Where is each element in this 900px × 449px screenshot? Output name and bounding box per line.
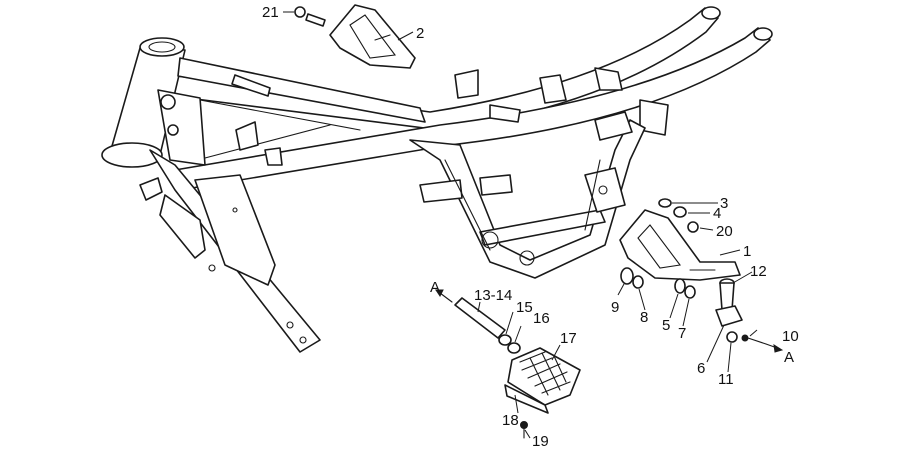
arrow-label-right: A	[784, 349, 794, 366]
cradle-inner-lines	[444, 159, 601, 251]
rail-mount-4	[489, 104, 521, 123]
part-8-washer	[632, 275, 644, 289]
callout-20: 20	[716, 223, 733, 240]
part-3-washer	[658, 198, 672, 208]
rail-end-cap-right	[753, 27, 773, 41]
front-bracket	[159, 194, 206, 259]
cradle-boss-right	[519, 250, 535, 266]
rail-end-cap-left	[701, 6, 721, 20]
callout-16: 16	[533, 310, 550, 327]
part-10-bolt	[741, 334, 767, 345]
part-16-spring	[507, 342, 521, 354]
part-6-clamp-block	[715, 305, 743, 327]
top-tube	[177, 57, 426, 123]
callout-17: 17	[560, 330, 577, 347]
part-4-spacer	[673, 206, 687, 218]
part-21-bolt-nut	[294, 6, 326, 27]
rear-plate	[639, 99, 669, 136]
lock-barrel	[160, 94, 176, 110]
callout-19: 19	[532, 433, 549, 449]
callout-6: 6	[697, 360, 705, 377]
callout-10: 10	[782, 328, 799, 345]
cradle-boss-left	[481, 231, 499, 249]
callout-11: 11	[718, 371, 734, 388]
part-13-14-footpeg-shaft	[435, 289, 506, 339]
callout-7: 7	[678, 325, 686, 342]
part-5-bushing	[674, 278, 686, 294]
rail-mount-1	[454, 69, 479, 99]
part-19-bolt	[520, 421, 528, 439]
part-1-footrest-bracket	[619, 209, 741, 281]
part-9-bushing	[620, 267, 634, 285]
seat-tab-clip	[264, 147, 283, 166]
swingarm-pivot	[598, 185, 608, 195]
rail-mount-2	[539, 74, 567, 104]
steering-head-bore	[148, 41, 176, 53]
callout-21: 21	[262, 4, 279, 21]
lower-cradle	[409, 119, 646, 279]
part-7-washer	[684, 285, 696, 299]
frame	[101, 6, 773, 353]
mount-hole-1	[208, 264, 216, 272]
part-17-footpeg-rubber	[507, 347, 581, 406]
part-20-nut	[687, 221, 699, 233]
engine-mount-right	[479, 174, 513, 196]
arrow-right-head	[773, 344, 784, 353]
part-18-peg-base	[504, 384, 549, 414]
callout-3: 3	[720, 195, 728, 212]
callout-4: 4	[713, 205, 721, 222]
part-2-heel-plate	[329, 4, 416, 69]
callout-12: 12	[750, 263, 767, 280]
steering-head-top	[139, 37, 185, 57]
front-tab	[139, 177, 163, 201]
part-12-pivot-pin	[719, 278, 735, 311]
callout-18: 18	[502, 412, 519, 429]
part-11-nut	[726, 331, 738, 343]
leader-lines	[283, 11, 784, 439]
mount-hole-3	[299, 336, 307, 344]
shock-bracket	[594, 111, 633, 141]
rail-mount-3	[594, 67, 623, 91]
steering-head-bottom	[101, 142, 163, 168]
callout-labels: 2 21 1 3 4 20 12 10 11 6 9 8 5 7 13-14 1…	[262, 4, 799, 449]
part-15-washer	[498, 334, 512, 346]
seat-tab-mid	[235, 121, 259, 151]
gusset-hole	[232, 207, 238, 213]
upper-rail-left	[169, 7, 719, 131]
arrow-label-left: A	[430, 279, 440, 296]
callout-8: 8	[640, 309, 648, 326]
down-tube-gusset	[194, 174, 276, 286]
callout-1: 1	[743, 243, 751, 260]
callout-9: 9	[611, 299, 619, 316]
lock-stop	[167, 124, 179, 136]
upper-rail-right	[174, 27, 771, 191]
callout-5: 5	[662, 317, 670, 334]
cross-member-lower	[479, 209, 606, 246]
seat-tab-front	[231, 74, 271, 97]
mount-hole-2	[286, 321, 294, 329]
callout-2: 2	[416, 25, 424, 42]
engine-mount-left	[419, 179, 463, 203]
callout-15: 15	[516, 299, 533, 316]
swingarm-bracket	[584, 167, 626, 213]
cross-brace	[199, 99, 361, 159]
callout-13-14: 13-14	[474, 287, 512, 304]
